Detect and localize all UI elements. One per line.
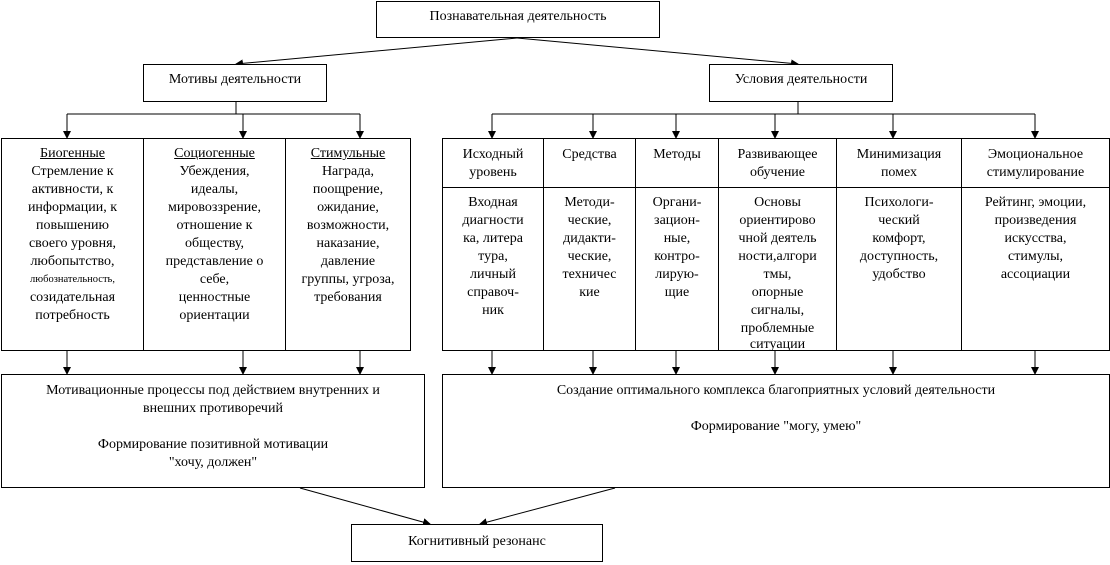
motive-header: Биогенные <box>40 146 105 161</box>
motives-table: Биогенные Стремление к активности, к инф… <box>1 138 411 351</box>
arrow-top-to-conditions <box>516 37 799 68</box>
condition-header: Методы <box>653 147 701 162</box>
condition-column-interference-minimization: Минимизация помех Психологи- ческий комф… <box>836 139 961 350</box>
motive-header: Стимульные <box>310 146 386 161</box>
motivation-result-line: Мотивационные процессы под действием вну… <box>46 383 380 398</box>
top-title: Познавательная деятельность <box>429 9 607 24</box>
motives-title: Мотивы деятельности <box>168 72 302 87</box>
condition-column-initial-level: Исходный уровень Входная диагности ка, л… <box>443 139 543 350</box>
condition-header: Эмоциональное <box>987 147 1084 162</box>
motive-header: Социогенные <box>174 146 255 161</box>
motive-column-stimulus: Стимульные Награда, поощрение, ожидание,… <box>285 139 410 350</box>
conditions-result-box: Создание оптимального комплекса благопри… <box>442 374 1110 488</box>
arrow-top-to-motives <box>235 37 518 68</box>
condition-header: Средства <box>562 147 617 162</box>
condition-column-methods: Методы Органи- зацион- ные, контро- лиру… <box>635 139 718 350</box>
arrow-motivation-to-resonance <box>299 487 431 526</box>
condition-column-developmental-learning: Развивающее обучение Основы ориентирово … <box>718 139 836 352</box>
cognitive-resonance-title: Когнитивный резонанс <box>408 534 546 549</box>
condition-column-emotional-stimulation: Эмоциональное стимулирование Рейтинг, эм… <box>961 139 1109 350</box>
conditions-header-divider <box>443 187 1109 188</box>
conditions-table: Исходный уровень Входная диагности ка, л… <box>442 138 1110 352</box>
top-box: Познавательная деятельность <box>376 1 660 38</box>
conditions-result-line: Создание оптимального комплекса благопри… <box>556 383 996 398</box>
motive-column-sociogenic: Социогенные Убеждения, идеалы, мировоззр… <box>143 139 285 350</box>
condition-header: Исходный <box>462 147 524 162</box>
motive-column-biogenic: Биогенные Стремление к активности, к инф… <box>2 139 143 350</box>
condition-column-means: Средства Методи- ческие, дидакти- ческие… <box>543 139 635 350</box>
conditions-title: Условия деятельности <box>734 72 868 87</box>
motives-box: Мотивы деятельности <box>143 64 327 102</box>
motivation-result-box: Мотивационные процессы под действием вну… <box>1 374 425 488</box>
condition-header: Развивающее <box>737 147 818 162</box>
cognitive-resonance-box: Когнитивный резонанс <box>351 524 603 562</box>
conditions-box: Условия деятельности <box>709 64 893 102</box>
arrow-conditions-to-resonance <box>479 487 616 527</box>
condition-header: Минимизация <box>856 147 942 162</box>
